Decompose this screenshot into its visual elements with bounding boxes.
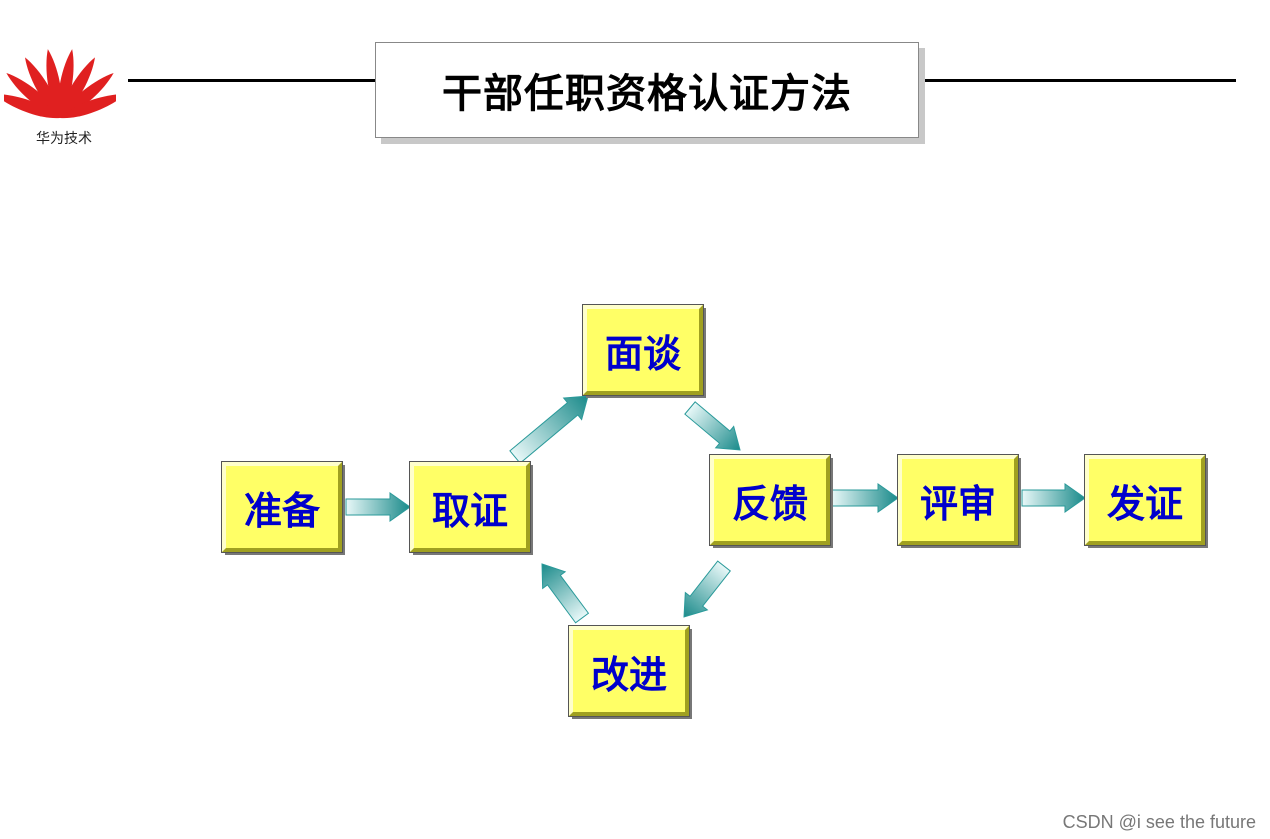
arrow-prepare-to-evidence: [345, 492, 411, 522]
title-box: 干部任职资格认证方法: [375, 42, 919, 138]
logo-petal: [60, 94, 116, 119]
node-interview: 面谈: [582, 304, 704, 396]
arrow-evidence-to-interview: [509, 395, 589, 464]
logo-petal: [46, 49, 62, 118]
node-evidence: 取证: [409, 461, 531, 553]
logo-text: 华为技术: [36, 131, 92, 147]
node-review: 评审: [897, 454, 1019, 546]
logo-petal: [60, 57, 95, 118]
title-rule-left: [128, 79, 376, 82]
node-certify-label: 发证: [1106, 481, 1183, 526]
logo-petal: [4, 94, 60, 119]
logo-petal: [60, 73, 114, 118]
logo-petal: [58, 49, 74, 118]
logo-petal: [6, 73, 60, 118]
node-improve-label: 改进: [590, 652, 667, 697]
arrow-improve-to-evidence: [541, 563, 590, 624]
arrow-feedback-to-review: [831, 483, 899, 513]
node-evidence-label: 取证: [431, 488, 508, 533]
node-certify: 发证: [1084, 454, 1206, 546]
huawei-logo: 华为技术: [4, 26, 116, 147]
node-prepare: 准备: [221, 461, 343, 553]
huawei-petal-logo-icon: [4, 49, 116, 119]
node-improve: 改进: [568, 625, 690, 717]
arrow-interview-to-feedback: [684, 401, 741, 451]
node-prepare-label: 准备: [243, 488, 320, 533]
title-rule-right: [918, 79, 1236, 82]
watermark: CSDN @i see the future: [1062, 812, 1256, 832]
node-feedback: 反馈: [709, 454, 831, 546]
page-title: 干部任职资格认证方法: [442, 71, 852, 117]
node-feedback-label: 反馈: [731, 481, 808, 526]
node-review-label: 评审: [919, 481, 996, 526]
arrow-feedback-to-improve: [683, 560, 731, 618]
arrow-review-to-certify: [1021, 483, 1086, 513]
logo-petal: [25, 57, 60, 118]
node-interview-label: 面谈: [604, 331, 681, 376]
